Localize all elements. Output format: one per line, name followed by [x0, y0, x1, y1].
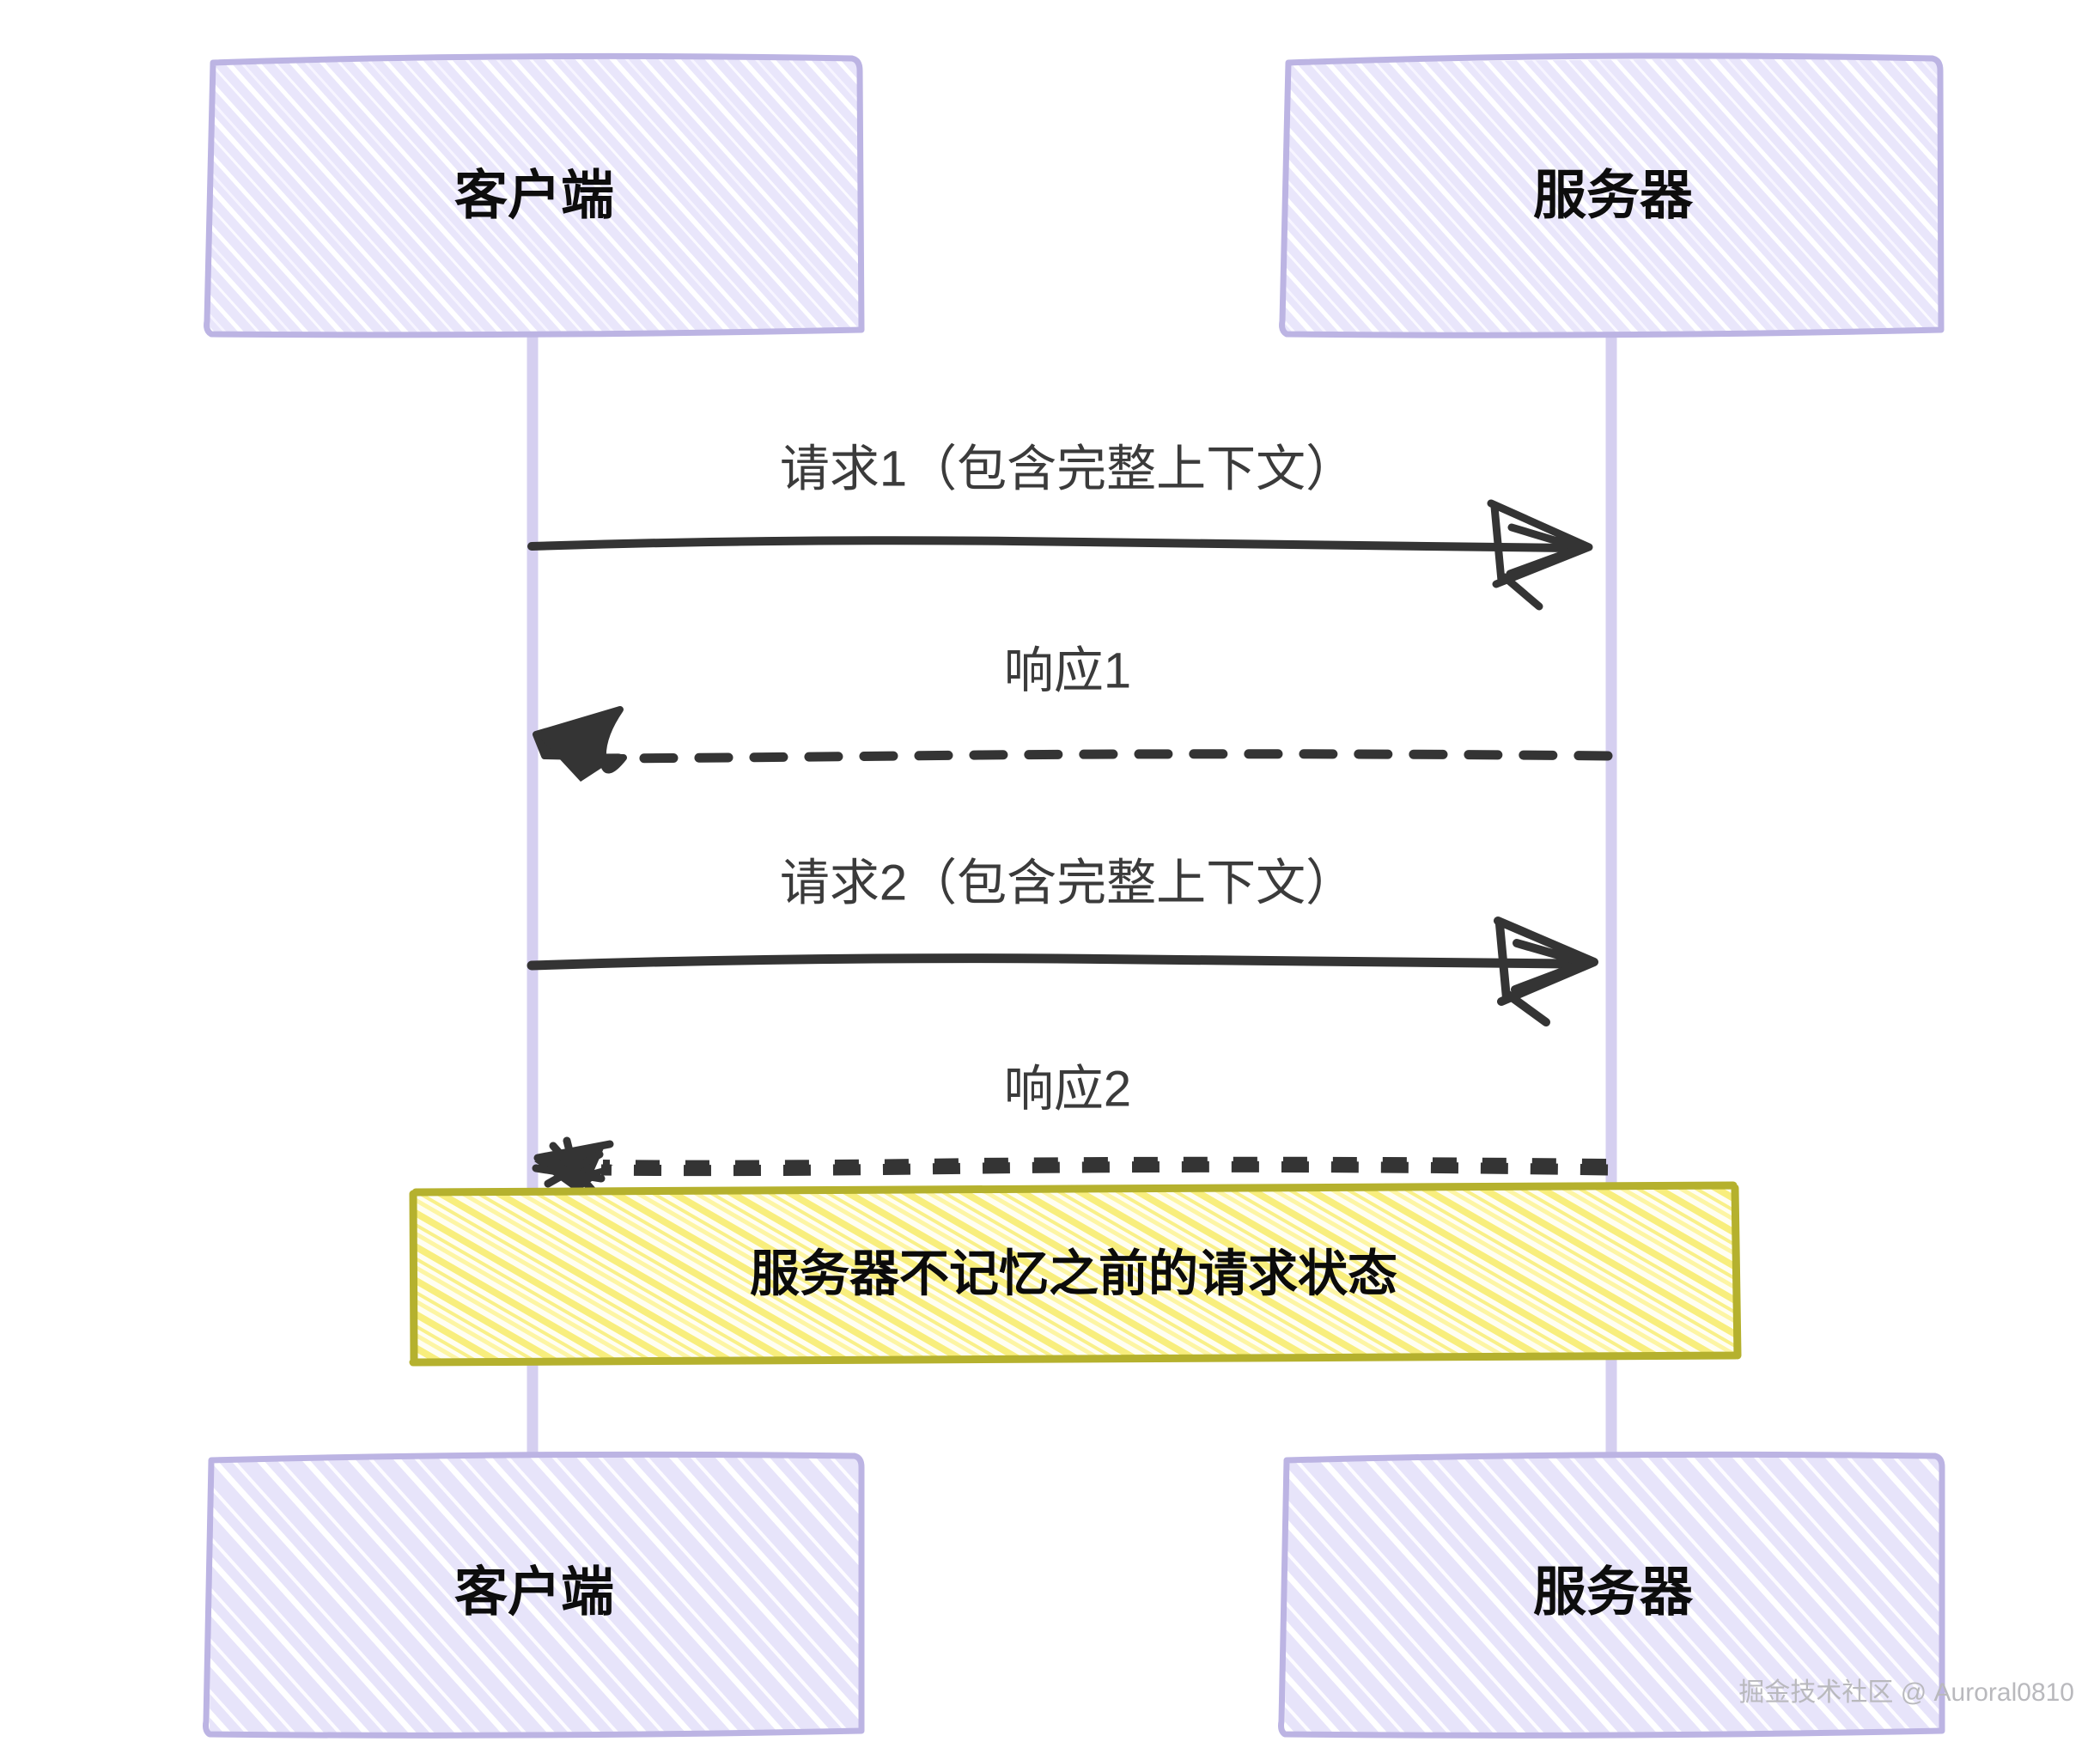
message-1[interactable]: 请求1（包含完整上下文） — [527, 441, 1593, 611]
message-arrowhead-1 — [1487, 499, 1593, 611]
participant-box-client-bottom[interactable]: 客户端 — [203, 1451, 865, 1739]
message-4[interactable]: 响应2 — [532, 1061, 1609, 1200]
message-line-4-overlay — [602, 1156, 1607, 1169]
message-arrowhead-2-fill — [538, 708, 620, 782]
message-line-1 — [527, 536, 1573, 552]
watermark: 掘金技术社区 @ Auroral0810 — [1738, 1678, 2074, 1707]
message-3[interactable]: 请求2（包含完整上下文） — [527, 855, 1598, 1026]
note-outline — [409, 1181, 1742, 1367]
message-line-2 — [596, 749, 1613, 764]
message-label-2: 响应1 — [1004, 643, 1131, 698]
note-label: 服务器不记忆之前的请求状态 — [750, 1245, 1397, 1301]
message-2[interactable]: 响应1 — [533, 643, 1613, 782]
participant-box-server-top[interactable]: 服务器 — [1279, 52, 1945, 338]
message-label-1: 请求1（包含完整上下文） — [780, 441, 1355, 496]
note-stateless[interactable]: 服务器不记忆之前的请求状态 — [409, 1181, 1742, 1367]
participant-box-server-top-outline — [1279, 52, 1945, 338]
participant-box-server-bottom[interactable]: 服务器 — [1278, 1451, 1945, 1739]
participant-label-client-top: 客户端 — [454, 166, 614, 225]
message-line-3 — [527, 953, 1573, 971]
message-label-4: 响应2 — [1004, 1061, 1131, 1117]
participant-box-client-top[interactable]: 客户端 — [204, 52, 865, 338]
participant-box-server-top-shape — [1281, 57, 1941, 335]
participant-label-client-bottom: 客户端 — [454, 1562, 614, 1622]
note-shape — [412, 1185, 1737, 1362]
participant-box-client-top-shape — [206, 57, 861, 335]
message-arrowhead-4-sketch — [532, 1136, 614, 1200]
message-line-4 — [600, 1160, 1609, 1177]
participant-box-server-bottom-outline — [1278, 1451, 1945, 1739]
participant-box-client-bottom-shape — [210, 1455, 861, 1734]
message-label-3: 请求2（包含完整上下文） — [780, 855, 1355, 910]
participant-label-server-bottom: 服务器 — [1533, 1562, 1694, 1622]
message-arrowhead-3 — [1494, 917, 1598, 1026]
participant-box-client-bottom-outline — [203, 1451, 865, 1739]
participant-box-client-top-outline — [204, 52, 865, 338]
participant-label-server-top: 服务器 — [1533, 166, 1694, 225]
participant-box-server-bottom-shape — [1285, 1455, 1942, 1734]
